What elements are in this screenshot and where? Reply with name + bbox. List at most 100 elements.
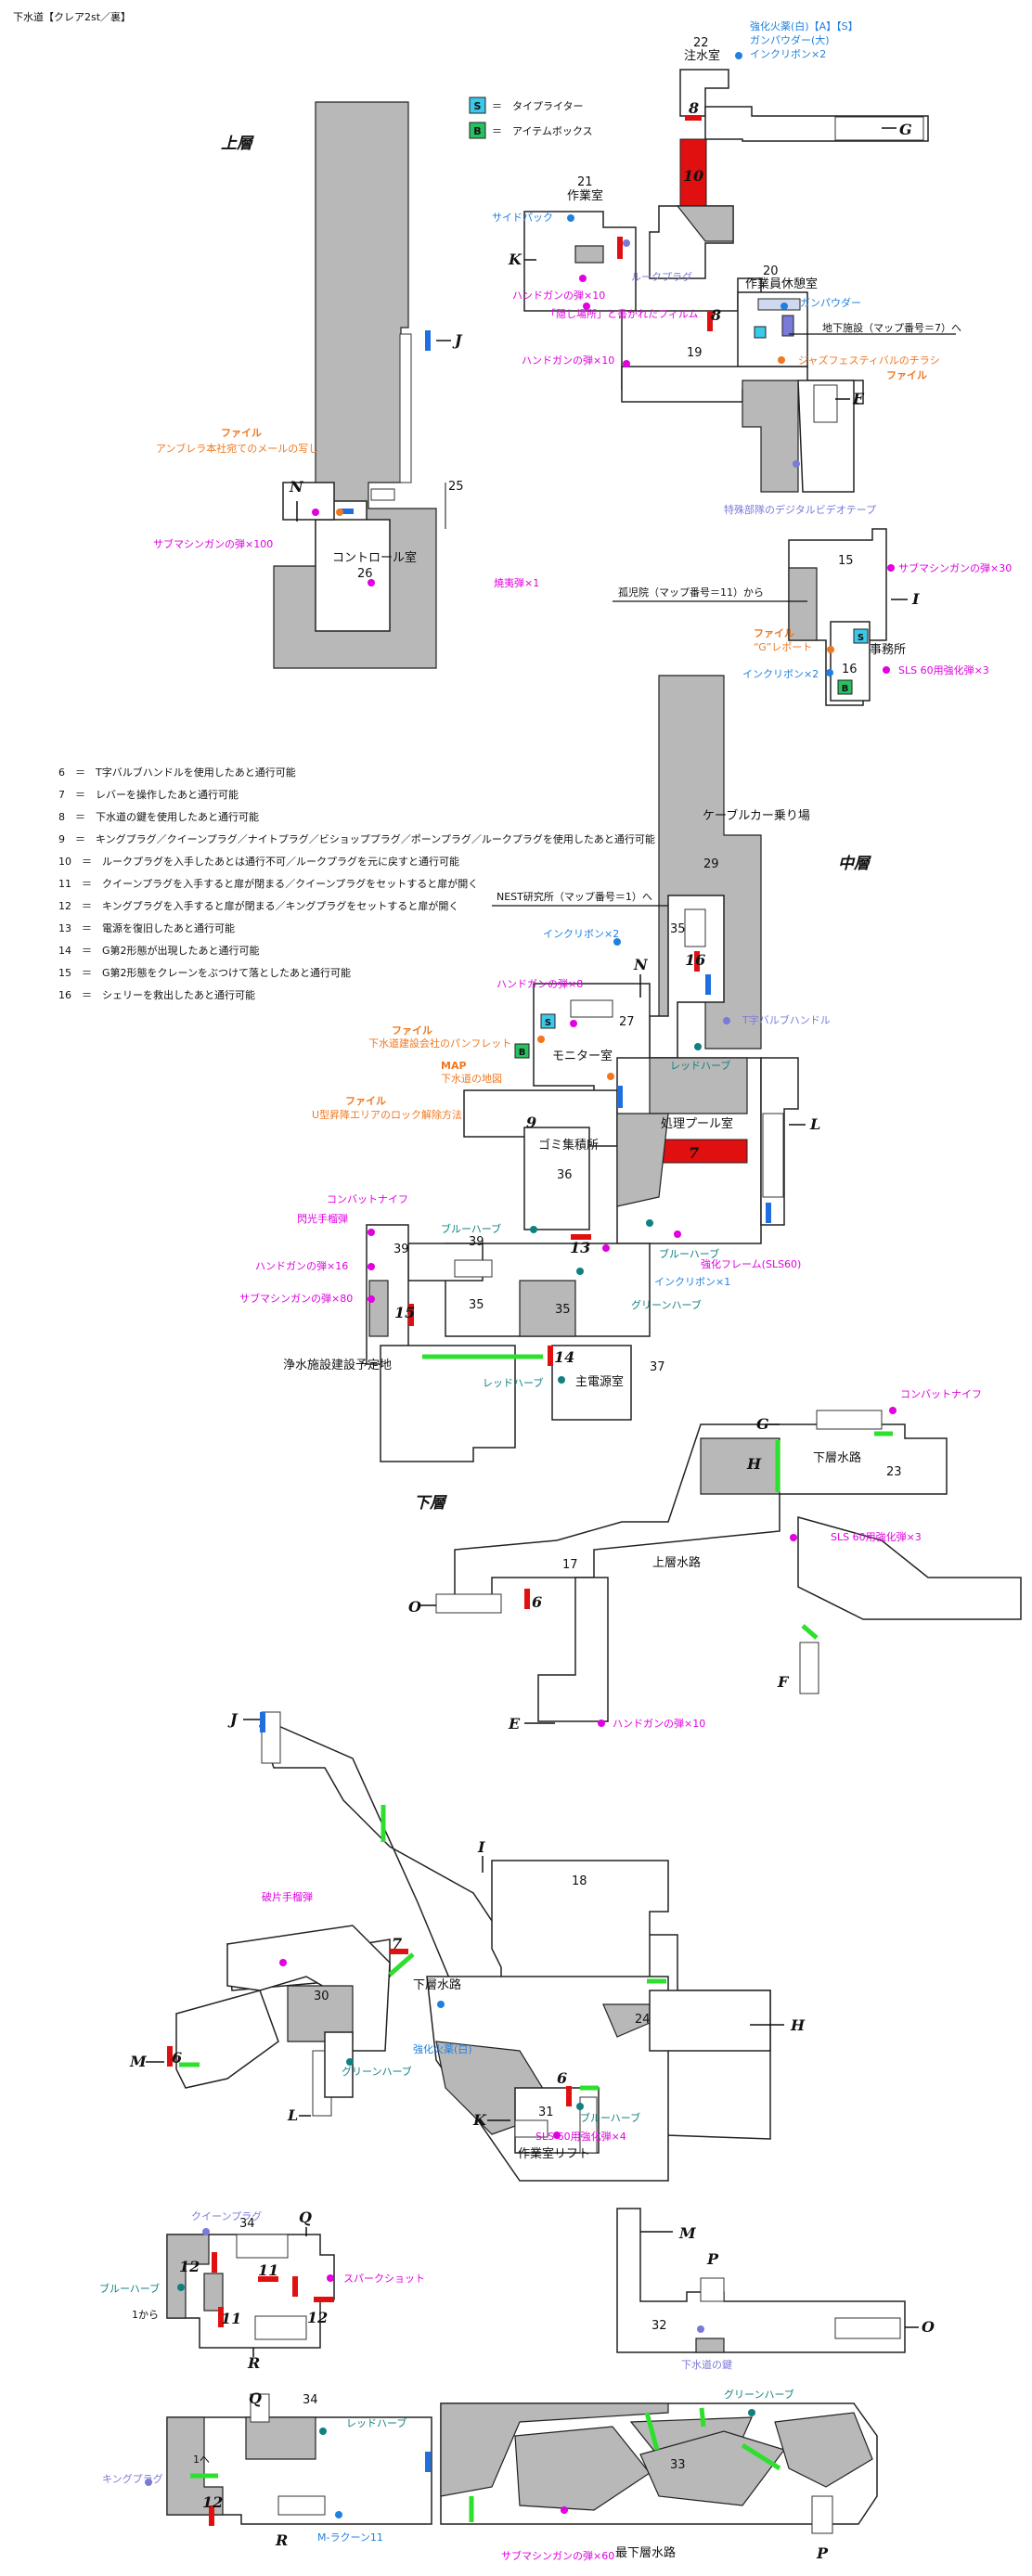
door-red-7b[interactable] xyxy=(390,1949,408,1954)
door-red-11b[interactable] xyxy=(292,2276,298,2297)
door-blue-29[interactable] xyxy=(705,974,711,995)
room-20-name: 作業員休憩室 xyxy=(745,277,818,291)
stairs-g xyxy=(834,116,924,141)
nav-m[interactable]: M xyxy=(129,2053,148,2070)
rubble-33e xyxy=(774,2412,873,2488)
nav-r2[interactable]: R xyxy=(275,2531,288,2549)
nav-k[interactable]: K xyxy=(508,251,522,268)
item-marker-m6 xyxy=(537,1036,545,1043)
stairs-r2 xyxy=(277,2495,326,2516)
nav-g[interactable]: G xyxy=(899,121,912,138)
door-blue-26[interactable] xyxy=(339,509,354,514)
door-red-16[interactable] xyxy=(694,951,700,972)
nav-r[interactable]: R xyxy=(247,2354,260,2372)
nav-g2[interactable]: G xyxy=(756,1415,769,1433)
file-label-u12: ファイル xyxy=(886,369,927,381)
pillar-34 xyxy=(203,2273,224,2312)
item-marker-u14 xyxy=(336,509,343,516)
nav-j[interactable]: J xyxy=(452,331,463,349)
nav-m2[interactable]: M xyxy=(678,2224,697,2242)
room-25-label: 25 xyxy=(448,480,464,494)
nav-f[interactable]: F xyxy=(852,390,865,407)
door-red-6a[interactable] xyxy=(524,1589,530,1609)
door-red-12a[interactable] xyxy=(212,2252,217,2273)
nav-i2[interactable]: I xyxy=(477,1838,485,1856)
door-red-21[interactable] xyxy=(617,237,623,259)
room-36-label: 36 xyxy=(557,1168,573,1182)
stairs-34b xyxy=(254,2315,307,2340)
nav-h2[interactable]: H xyxy=(790,2016,806,2034)
room-18-label: 18 xyxy=(572,1874,587,1888)
legend: S ＝ タイプライター B ＝ アイテムボックス xyxy=(469,97,593,139)
door-red-12b[interactable] xyxy=(314,2297,334,2302)
door-blue-j2[interactable] xyxy=(260,1712,265,1732)
itembox-16[interactable] xyxy=(837,679,853,695)
room-34b-label: 34 xyxy=(303,2393,318,2407)
door-red-11c[interactable] xyxy=(218,2307,224,2327)
room-33-label: 33 xyxy=(670,2458,686,2472)
stairs-27 xyxy=(570,999,613,1018)
nav-n2[interactable]: N xyxy=(633,956,649,973)
stairs-25b xyxy=(370,488,395,501)
item-u1: 強化火薬(白)【A】【S】 xyxy=(750,19,858,32)
nav-j2[interactable]: J xyxy=(227,1710,239,1728)
door-red-13[interactable] xyxy=(571,1234,591,1240)
door-red-6b[interactable] xyxy=(566,2086,572,2106)
item-l14: レッドハーブ xyxy=(346,2416,406,2429)
typewriter-27[interactable] xyxy=(540,1013,556,1029)
door-blue-l[interactable] xyxy=(766,1203,771,1223)
itembox-27[interactable] xyxy=(514,1043,530,1059)
nav-p2[interactable]: P xyxy=(816,2544,829,2562)
item-marker-u1 xyxy=(735,52,742,59)
gate-10: 10 xyxy=(683,167,703,185)
item-marker-m12 xyxy=(368,1229,375,1236)
door-red-8a[interactable] xyxy=(685,115,702,121)
nav-h[interactable]: H xyxy=(746,1455,762,1473)
room-17-label: 17 xyxy=(562,1558,578,1572)
door-red-12c[interactable] xyxy=(209,2505,214,2526)
typewriter-16[interactable] xyxy=(853,628,869,644)
door-red-6c[interactable] xyxy=(167,2046,173,2067)
nav-i[interactable]: I xyxy=(911,590,920,608)
room-20-label: 20 xyxy=(763,264,779,278)
stairs-p xyxy=(700,2277,725,2302)
gate-12c: 12 xyxy=(202,2493,223,2511)
nav-l[interactable]: L xyxy=(809,1115,820,1133)
room-24-label: 24 xyxy=(635,2013,651,2027)
item-u6: ハンドガンの弾×10 xyxy=(512,290,605,302)
item-marker-m11 xyxy=(694,1043,702,1050)
nav-f2[interactable]: F xyxy=(777,1673,790,1691)
nav-p[interactable]: P xyxy=(706,2250,719,2268)
nav-o[interactable]: O xyxy=(408,1598,421,1616)
room-32-label: 32 xyxy=(651,2319,667,2333)
item-m4: T字バルブハンドル xyxy=(742,1013,831,1026)
nav-q[interactable]: Q xyxy=(299,2209,312,2226)
door-blue-36[interactable] xyxy=(617,1086,623,1108)
door-red-8b[interactable] xyxy=(707,311,713,331)
item-l10: スパークショット xyxy=(343,2273,425,2285)
nav-q2[interactable]: Q xyxy=(249,2389,262,2407)
door-blue-33[interactable] xyxy=(425,2452,431,2472)
nav-o2[interactable]: O xyxy=(922,2318,935,2336)
gate-6b: 6 xyxy=(557,2069,567,2087)
shelf-20 xyxy=(781,315,794,337)
item-marker-u10 xyxy=(623,360,630,367)
door-red-14[interactable] xyxy=(548,1346,553,1366)
note-11: 11 ＝ クイーンプラグを入手すると扉が閉まる／クイーンプラグをセットすると扉が… xyxy=(58,877,478,890)
room-22-label: 22 xyxy=(693,36,709,50)
item-u18: サブマシンガンの弾×30 xyxy=(898,561,1012,574)
item-marker-u20 xyxy=(827,646,834,653)
gate-11b: 11 xyxy=(221,2310,241,2327)
rubble-34 xyxy=(166,2234,210,2319)
door-red-15[interactable] xyxy=(408,1304,414,1326)
stairs-35 xyxy=(684,908,706,947)
nav-k2[interactable]: K xyxy=(472,2111,487,2129)
item-marker-u7 xyxy=(583,303,590,310)
nav-l2[interactable]: L xyxy=(287,2106,298,2124)
nav-e[interactable]: E xyxy=(508,1715,521,1732)
door-red-11a[interactable] xyxy=(258,2276,278,2282)
room-37-label: 37 xyxy=(650,1360,665,1374)
nav-n[interactable]: N xyxy=(289,478,304,496)
itembox-16-badge: B xyxy=(842,684,849,694)
door-blue-j[interactable] xyxy=(425,330,431,351)
